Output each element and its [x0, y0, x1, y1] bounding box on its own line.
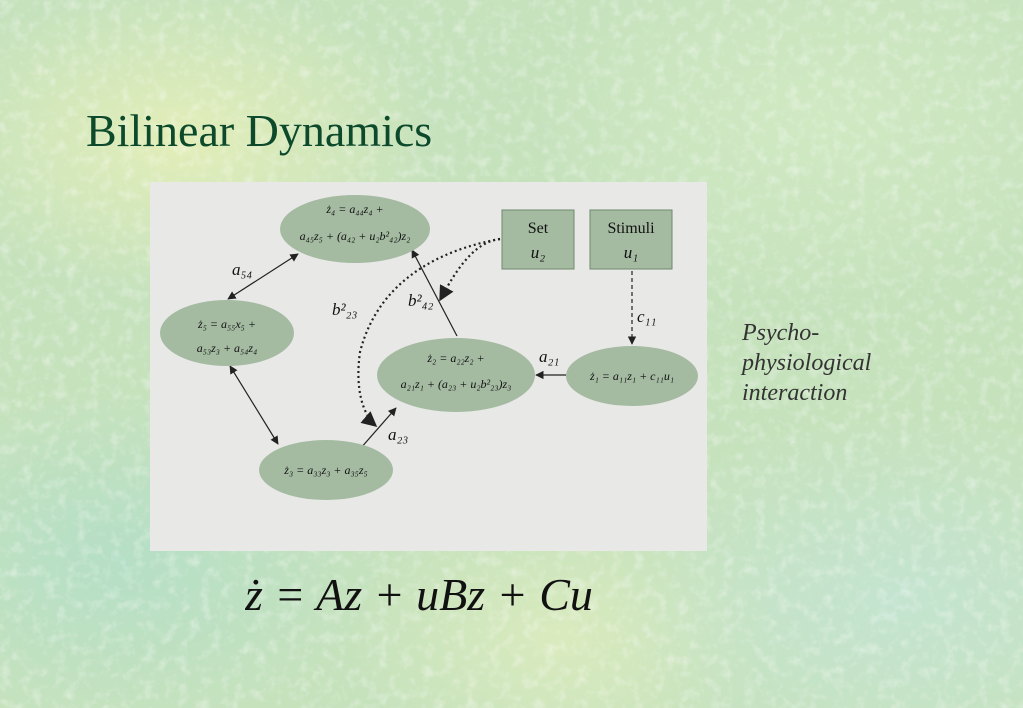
edge-label-a23: a₂₃: [388, 425, 408, 444]
input-box-stimuli: Stimuli u₁: [589, 209, 673, 270]
edge-label-c11: c₁₁: [637, 307, 656, 326]
edge-z3-z2: [359, 407, 397, 450]
edge-z2-z4: [411, 249, 458, 337]
node-z2: ż₂ = a₂₂z₂ + a₂₁z₁ + (a₂₃ + u₂b²₂₃)z₃: [377, 338, 535, 412]
edge-label-a21: a₂₁: [539, 347, 559, 366]
edge-z5-z4: [227, 253, 299, 300]
input-box-set: Set u₂: [501, 209, 575, 270]
svg-text:Stimuli: Stimuli: [607, 220, 655, 237]
state-equation: ż = Az + uBz + Cu: [245, 569, 593, 620]
diagram-panel: ż₄ = a₄₄z₄ + a₄₅z₅ + (a₄₂ + u₂b²₄₂)z₂ ż₅…: [150, 182, 707, 551]
slide-title: Bilinear Dynamics: [86, 105, 433, 156]
edge-label-b42: b²₄₂: [408, 291, 434, 310]
node-z4: ż₄ = a₄₄z₄ + a₄₅z₅ + (a₄₂ + u₂b²₄₂)z₂: [280, 195, 430, 263]
edge-label-b23: b²₂₃: [332, 300, 358, 319]
svg-text:a₅₃z₃ + a₅₄z₄: a₅₃z₃ + a₅₄z₄: [197, 341, 257, 355]
svg-text:a₄₅z₅ + (a₄₂ + u₂b²₄₂)z₂: a₄₅z₅ + (a₄₂ + u₂b²₄₂)z₂: [300, 229, 411, 243]
edge-label-a54: a₅₄: [232, 260, 252, 279]
svg-text:u₁: u₁: [624, 243, 638, 262]
modulation-edge-b42: [439, 237, 501, 302]
side-note: Psycho- physiological interaction: [742, 320, 872, 406]
node-z3: ż₃ = a₃₃z₃ + a₃₅z₅: [259, 440, 393, 500]
modulation-edge-b23: [357, 237, 501, 428]
svg-text:ż₅ = a₅₅x₅ +: ż₅ = a₅₅x₅ +: [197, 317, 256, 331]
edge-z5-z3: [229, 365, 279, 445]
svg-text:a₂₁z₁ + (a₂₃ + u₂b²₂₃)z₃: a₂₁z₁ + (a₂₃ + u₂b²₂₃)z₃: [401, 377, 512, 391]
svg-text:Set: Set: [528, 220, 549, 237]
network-diagram: ż₄ = a₄₄z₄ + a₄₅z₅ + (a₄₂ + u₂b²₄₂)z₂ ż₅…: [160, 195, 698, 500]
state-equation-text: ż = Az + uBz + Cu: [245, 569, 593, 620]
svg-text:ż₁ = a₁₁z₁ + c₁₁u₁: ż₁ = a₁₁z₁ + c₁₁u₁: [589, 369, 674, 383]
svg-text:u₂: u₂: [531, 243, 546, 262]
svg-text:ż₃ = a₃₃z₃ + a₃₅z₅: ż₃ = a₃₃z₃ + a₃₅z₅: [283, 463, 367, 477]
svg-text:ż₄ = a₄₄z₄ +: ż₄ = a₄₄z₄ +: [325, 202, 383, 216]
node-z5: ż₅ = a₅₅x₅ + a₅₃z₃ + a₅₄z₄: [160, 300, 294, 366]
svg-text:ż₂ = a₂₂z₂ +: ż₂ = a₂₂z₂ +: [426, 351, 484, 365]
node-z1: ż₁ = a₁₁z₁ + c₁₁u₁: [566, 346, 698, 406]
